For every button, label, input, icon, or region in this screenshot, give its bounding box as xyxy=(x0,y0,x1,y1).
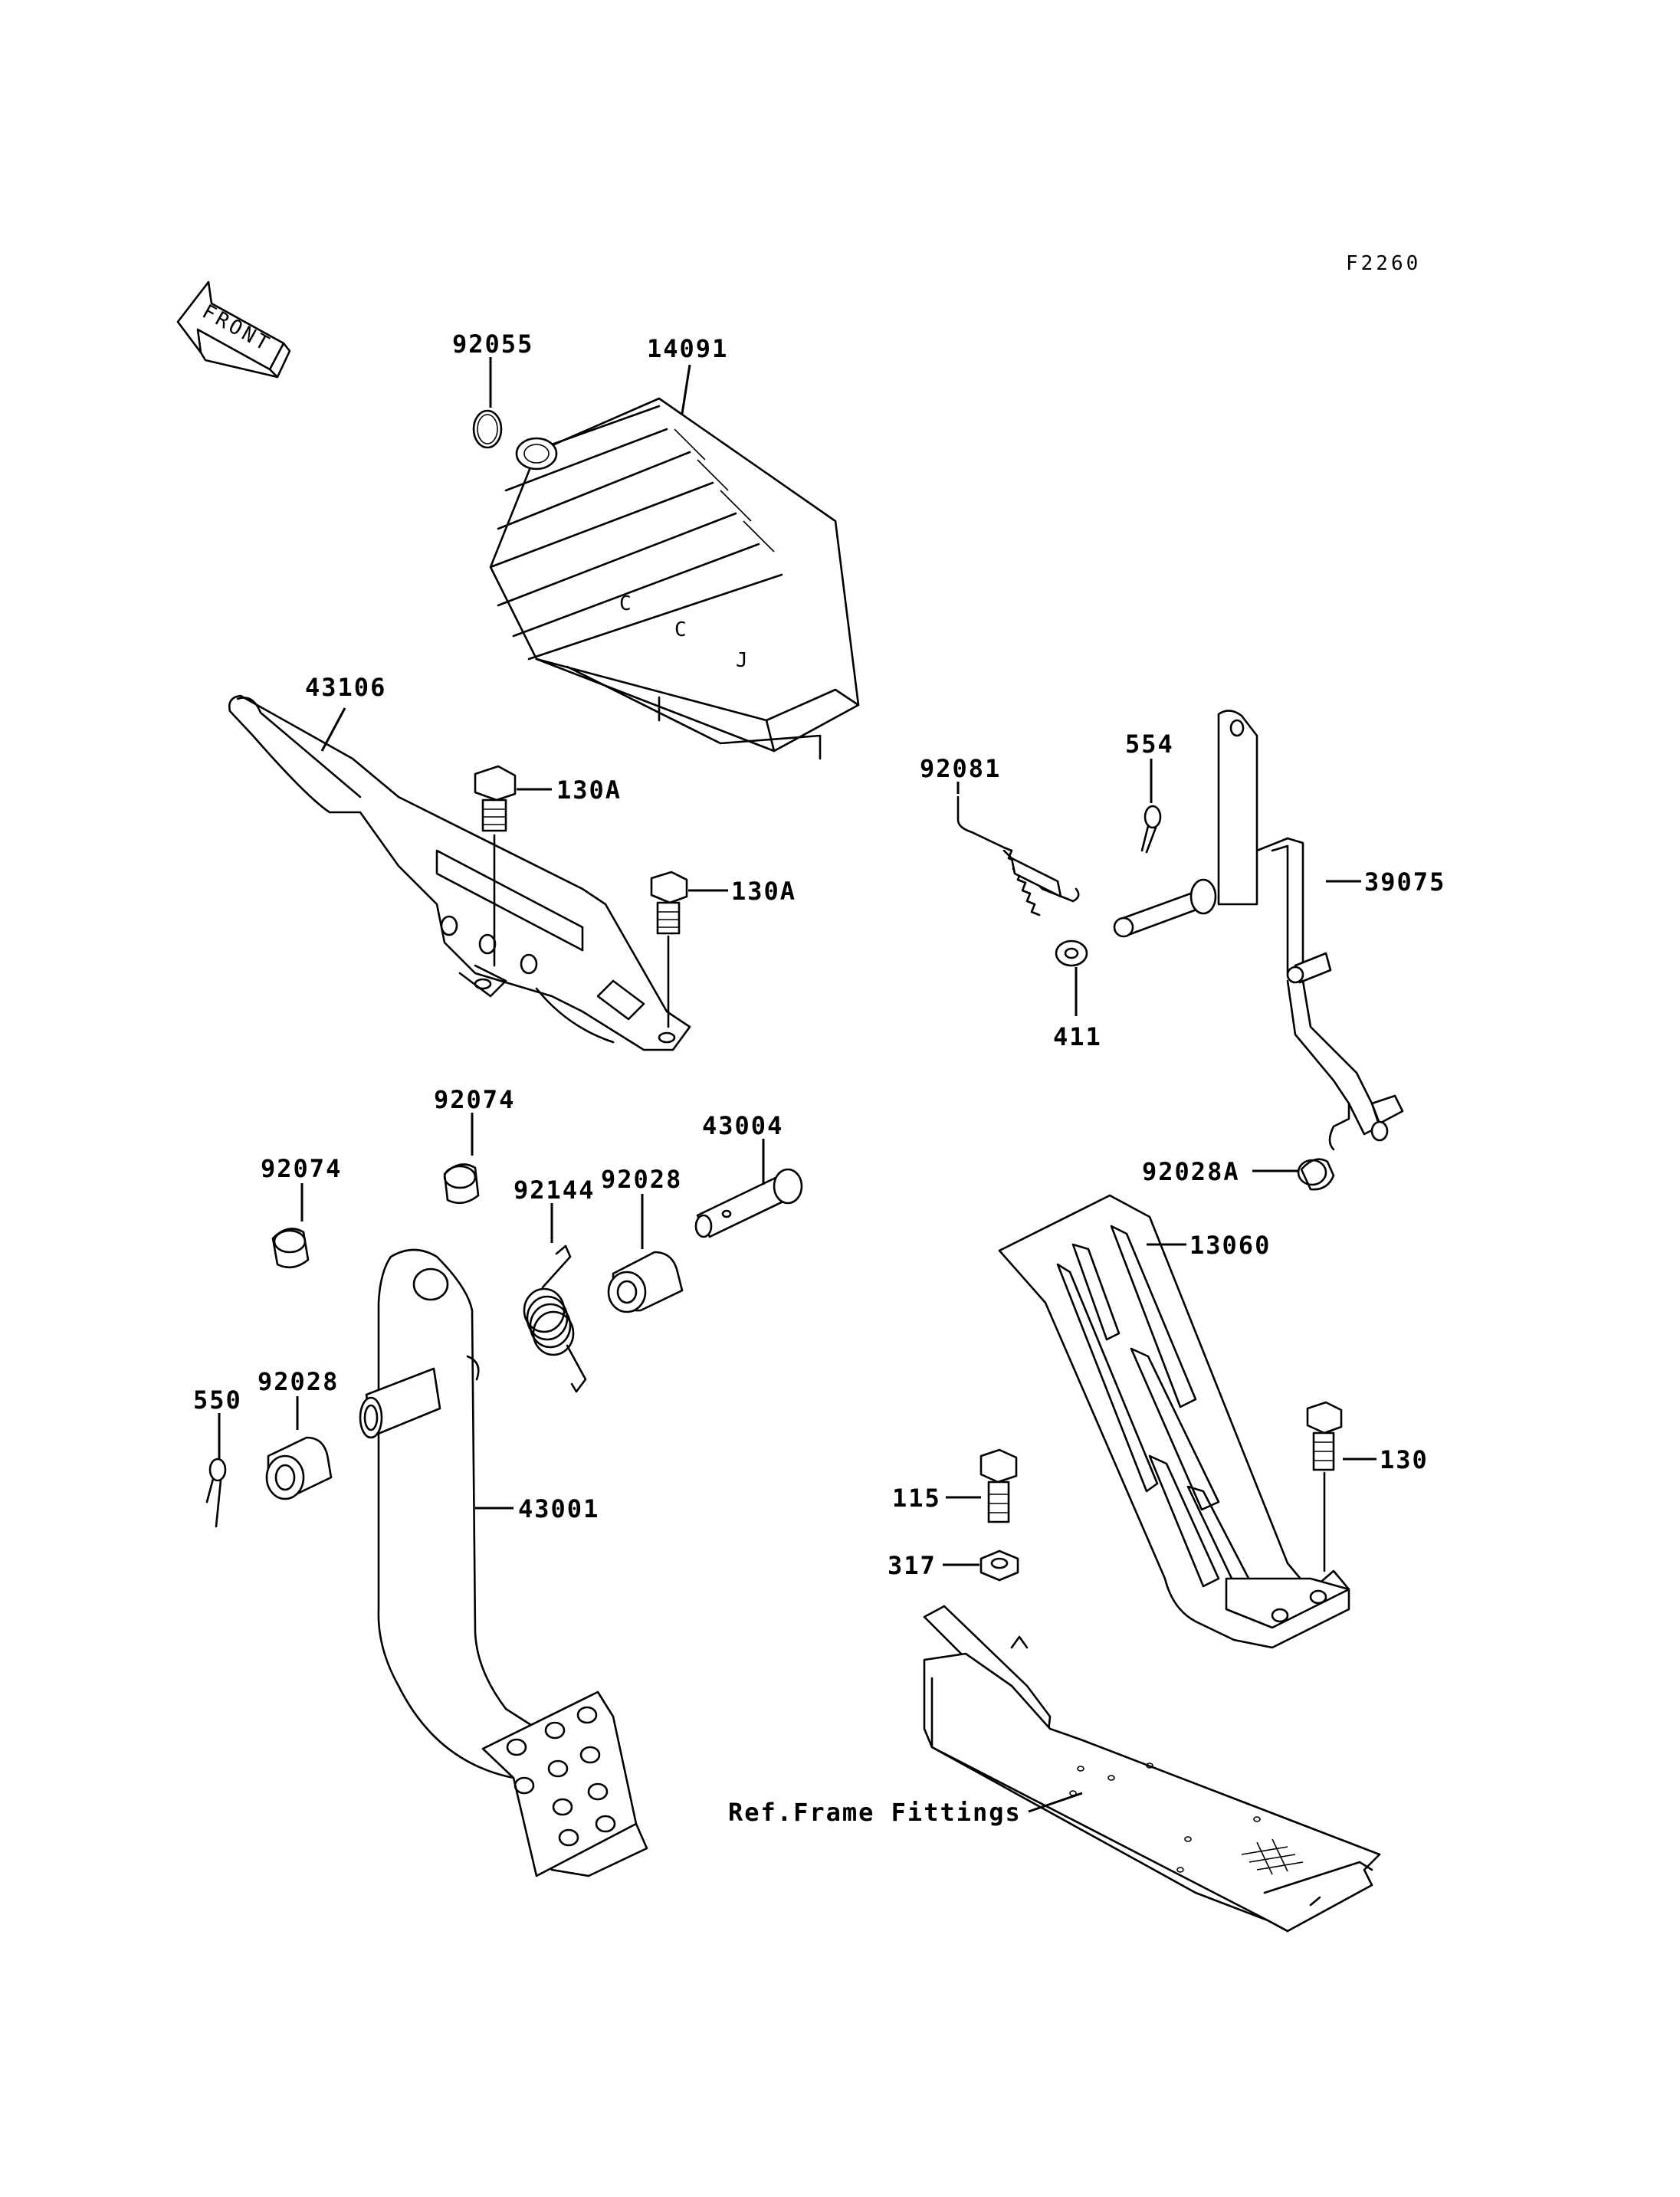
label-92028-2: 92028 xyxy=(258,1367,339,1396)
part-130a-bolt-1 xyxy=(474,765,517,967)
diagram-code: F2260 xyxy=(1346,252,1421,275)
part-317-nut xyxy=(979,1549,1019,1582)
label-130a-2: 130A xyxy=(731,877,796,906)
part-92074-bushing-1 xyxy=(443,1163,480,1205)
label-115: 115 xyxy=(892,1484,941,1513)
part-92055-oring xyxy=(472,409,503,449)
label-39075: 39075 xyxy=(1364,867,1445,897)
part-43001-brake-pedal xyxy=(359,1248,648,1877)
label-92074-2: 92074 xyxy=(261,1154,342,1183)
part-43004-pin xyxy=(694,1168,803,1238)
part-43106-lever xyxy=(228,694,691,1051)
part-130-bolt xyxy=(1306,1401,1343,1572)
label-92081: 92081 xyxy=(920,754,1001,783)
label-43004: 43004 xyxy=(702,1111,783,1140)
front-arrow-icon: FRONT xyxy=(176,280,291,379)
label-554: 554 xyxy=(1125,730,1174,759)
label-13060: 13060 xyxy=(1189,1231,1271,1260)
part-554-cotter-pin xyxy=(1140,805,1162,854)
part-92028-bushing-2 xyxy=(265,1436,333,1500)
part-92028-bushing-1 xyxy=(607,1251,684,1313)
label-43106: 43106 xyxy=(305,673,386,702)
label-92055: 92055 xyxy=(452,330,533,359)
part-13060-accel-pedal xyxy=(998,1194,1350,1649)
label-92028a: 92028A xyxy=(1142,1157,1240,1186)
part-39075-shaft-arm xyxy=(1113,710,1404,1151)
part-550-cotter-pin xyxy=(205,1458,227,1528)
label-130a-1: 130A xyxy=(556,776,622,805)
label-92028-1: 92028 xyxy=(601,1165,682,1194)
label-92074-1: 92074 xyxy=(434,1085,515,1114)
label-411: 411 xyxy=(1053,1022,1102,1051)
part-130a-bolt-2 xyxy=(650,871,688,1028)
part-115-bolt xyxy=(979,1448,1018,1523)
label-14091: 14091 xyxy=(647,334,728,363)
svg-text:C: C xyxy=(674,618,690,641)
frame-fittings xyxy=(923,1605,1381,1933)
part-92028a-bushing xyxy=(1297,1158,1335,1191)
label-ref-frame-fittings: Ref.Frame Fittings xyxy=(728,1798,1022,1827)
part-411-washer xyxy=(1055,939,1088,967)
label-317: 317 xyxy=(888,1551,937,1580)
label-43001: 43001 xyxy=(518,1494,599,1523)
part-92074-bushing-2 xyxy=(271,1228,310,1269)
part-92144-torsion-spring xyxy=(523,1244,587,1393)
label-550: 550 xyxy=(193,1385,242,1415)
label-92144: 92144 xyxy=(514,1176,595,1205)
part-14091-cover: C C J xyxy=(489,397,860,760)
svg-text:J: J xyxy=(736,649,751,672)
label-130: 130 xyxy=(1380,1445,1429,1474)
part-92081-spring xyxy=(956,795,1080,917)
svg-text:C: C xyxy=(619,592,635,615)
